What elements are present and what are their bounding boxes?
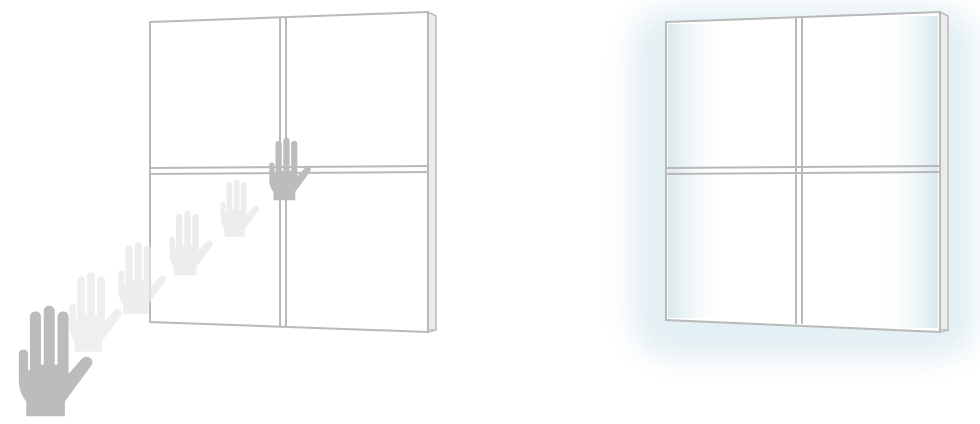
right-panel-side (940, 12, 948, 332)
left-panel-side (428, 12, 436, 332)
right-panel-inner-glow-left (668, 24, 728, 318)
right-panel (632, 8, 977, 358)
hand-trail-icon (69, 272, 122, 351)
